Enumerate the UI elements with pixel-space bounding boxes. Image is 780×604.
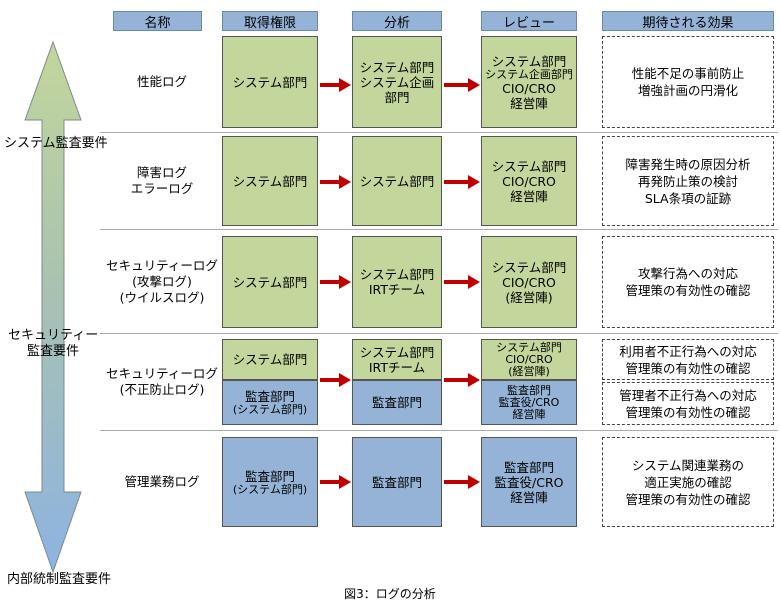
row-name: セキュリティーログ (不正防止ログ) bbox=[106, 366, 218, 397]
acquire-box-system: システム部門 bbox=[222, 339, 318, 380]
row-name: 障害ログ エラーログ bbox=[130, 165, 194, 196]
requirement-double-arrow bbox=[24, 40, 82, 574]
header-review: レビュー bbox=[481, 11, 577, 31]
row-separator bbox=[100, 333, 778, 334]
acquire-box: システム部門 bbox=[222, 236, 318, 328]
header-analysis: 分析 bbox=[352, 11, 442, 31]
review-box-system: システム部門 CIO/CRO (経営陣) bbox=[481, 339, 577, 380]
acquire-box: システム部門 bbox=[222, 136, 318, 226]
effect-box: 性能不足の事前防止 増強計画の円滑化 bbox=[602, 36, 774, 128]
flow-arrow bbox=[444, 175, 480, 189]
row-name: 性能ログ bbox=[136, 74, 187, 89]
effect-box: 攻撃行為への対応 管理策の有効性の確認 bbox=[602, 236, 774, 328]
header-name: 名称 bbox=[113, 11, 202, 31]
flow-arrow bbox=[444, 78, 480, 92]
security-audit-requirement-label: セキュリティー 監査要件 bbox=[8, 328, 99, 359]
internal-control-audit-requirement-label: 内部統制監査要件 bbox=[6, 572, 111, 587]
flow-arrow bbox=[320, 78, 351, 92]
review-box-audit: 監査部門 監査役/CRO 経営陣 bbox=[481, 380, 577, 425]
acquire-box: システム部門 bbox=[222, 36, 318, 128]
flow-arrow bbox=[320, 275, 351, 289]
effect-box: 障害発生時の原因分析 再発防止策の検討 SLA条項の証跡 bbox=[602, 136, 774, 226]
flow-arrow bbox=[444, 275, 480, 289]
row-separator bbox=[100, 430, 778, 431]
analysis-box-system: システム部門 IRTチーム bbox=[352, 339, 442, 380]
analysis-box: システム部門 IRTチーム bbox=[352, 236, 442, 328]
row-separator bbox=[100, 229, 778, 230]
row-separator bbox=[100, 132, 778, 133]
effect-box: システム関連業務の 適正実施の確認 管理策の有効性の確認 bbox=[602, 437, 774, 527]
analysis-box-audit: 監査部門 bbox=[352, 380, 442, 425]
review-box: システム部門 CIO/CRO 経営陣 bbox=[481, 136, 577, 226]
row-name: セキュリティーログ (攻撃ログ) (ウイルスログ) bbox=[106, 258, 218, 305]
analysis-box: 監査部門 bbox=[352, 437, 442, 527]
flow-arrow bbox=[320, 175, 351, 189]
flow-arrow bbox=[320, 373, 351, 387]
system-audit-requirement-label: システム監査要件 bbox=[4, 136, 108, 151]
review-box: 監査部門 監査役/CRO 経営陣 bbox=[481, 437, 577, 527]
review-box: システム部門 CIO/CRO (経営陣) bbox=[481, 236, 577, 328]
header-acquire: 取得権限 bbox=[222, 11, 318, 31]
flow-arrow bbox=[444, 373, 480, 387]
acquire-box: 監査部門 (システム部門) bbox=[222, 437, 318, 527]
row-name: 管理業務ログ bbox=[124, 474, 200, 489]
figure-caption: 図3：ログの分析 bbox=[344, 587, 436, 601]
flow-arrow bbox=[444, 475, 480, 489]
analysis-box: システム部門 システム企画 部門 bbox=[352, 36, 442, 128]
analysis-box: システム部門 bbox=[352, 136, 442, 226]
flow-arrow bbox=[320, 475, 351, 489]
header-effect: 期待される効果 bbox=[602, 11, 774, 31]
review-box: システム部門 システム企画部門 CIO/CRO 経営陣 bbox=[481, 36, 577, 128]
effect-box-admin: 管理者不正行為への対応 管理策の有効性の確認 bbox=[602, 382, 774, 425]
acquire-box-audit: 監査部門 (システム部門) bbox=[222, 380, 318, 425]
effect-box-user: 利用者不正行為への対応 管理策の有効性の確認 bbox=[602, 339, 774, 380]
